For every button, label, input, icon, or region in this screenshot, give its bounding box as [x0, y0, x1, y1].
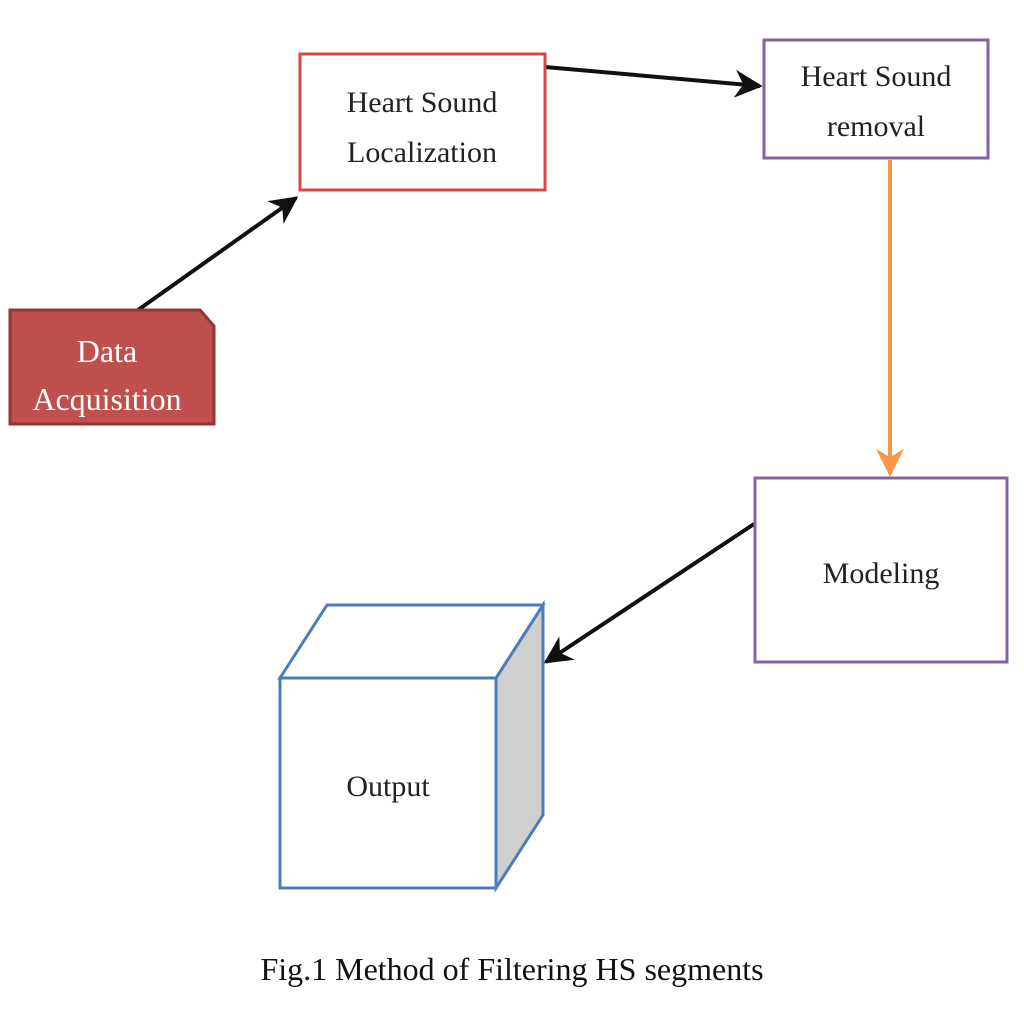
- removal-label-line1: Heart Sound: [801, 60, 952, 93]
- localization-label-line1: Heart Sound: [347, 86, 498, 119]
- node-modeling: Modeling: [753, 476, 1009, 664]
- localization-label-line2: Localization: [347, 136, 497, 169]
- node-output: Output: [277, 599, 546, 894]
- figure-caption: Fig.1 Method of Filtering HS segments: [260, 951, 763, 987]
- node-data-acquisition: Data Acquisition: [8, 308, 216, 426]
- modeling-label: Modeling: [823, 557, 940, 590]
- arrow-modeling-to-output: [543, 522, 756, 664]
- output-cube-top: [277, 603, 546, 680]
- removal-label-line2: removal: [827, 110, 925, 143]
- node-heart-sound-localization: Heart Sound Localization: [298, 52, 547, 192]
- data-acquisition-label-line2: Acquisition: [32, 381, 181, 417]
- localization-box: [298, 52, 547, 192]
- arrow-acquisition-to-localization: [136, 196, 299, 312]
- output-cube-front: [278, 676, 498, 890]
- data-acquisition-label-line1: Data: [77, 333, 137, 369]
- modeling-box: [753, 476, 1009, 664]
- data-acquisition-shape: [8, 308, 216, 426]
- removal-box: [762, 38, 990, 160]
- node-heart-sound-removal: Heart Sound removal: [762, 38, 990, 160]
- arrow-localization-to-removal: [544, 65, 763, 98]
- output-label: Output: [346, 770, 430, 803]
